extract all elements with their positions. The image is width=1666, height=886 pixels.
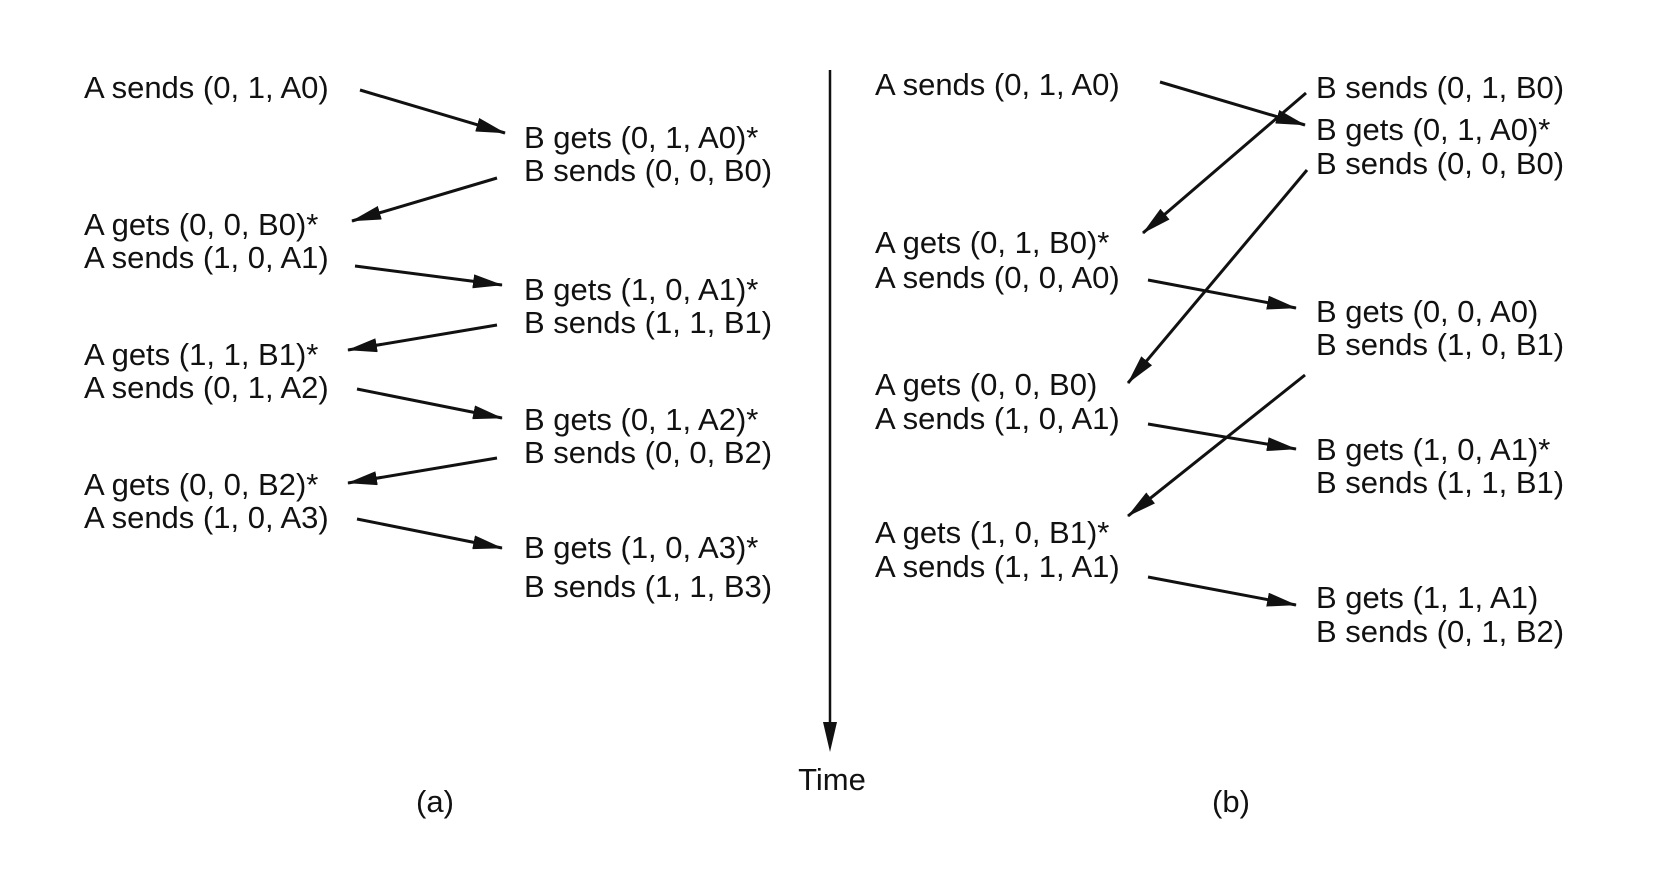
b-event: B gets (1, 0, A1)* xyxy=(524,272,758,307)
message-arrow-b-to-a xyxy=(347,456,498,486)
message-arrow-a-to-b xyxy=(356,387,503,420)
a-event: A sends (0, 1, A2) xyxy=(84,370,329,405)
panel-a-label: (a) xyxy=(416,784,454,819)
b-event: B gets (0, 1, A0)* xyxy=(524,120,758,155)
message-arrow-b-to-a xyxy=(347,323,498,353)
a-event: A sends (1, 0, A1) xyxy=(875,401,1120,436)
time-axis-arrowhead-icon xyxy=(823,722,837,752)
b-event: B sends (0, 0, B0) xyxy=(524,153,772,188)
b-event: B sends (0, 1, B2) xyxy=(1316,614,1564,649)
a-event: A sends (1, 0, A3) xyxy=(84,500,329,535)
a-event: A sends (0, 0, A0) xyxy=(875,260,1120,295)
a-event: A sends (0, 1, A0) xyxy=(875,67,1120,102)
b-event: B gets (1, 0, A1)* xyxy=(1316,432,1550,467)
panel-a: (a) A sends (0, 1, A0) A gets (0, 0, B0)… xyxy=(84,70,772,819)
b-event: B sends (1, 1, B1) xyxy=(1316,465,1564,500)
b-event: B sends (1, 0, B1) xyxy=(1316,327,1564,362)
b-event: B gets (1, 0, A3)* xyxy=(524,530,758,565)
message-arrow-b-to-a xyxy=(1126,169,1309,384)
a-event: A gets (0, 1, B0)* xyxy=(875,225,1109,260)
time-axis-label: Time xyxy=(798,762,866,797)
b-event: B gets (1, 1, A1) xyxy=(1316,580,1538,615)
a-event: A gets (0, 0, B0)* xyxy=(84,207,318,242)
b-event: B sends (1, 1, B3) xyxy=(524,569,772,604)
b-event: B sends (0, 1, B0) xyxy=(1316,70,1564,105)
b-event: B sends (1, 1, B1) xyxy=(524,305,772,340)
message-arrow-a-to-b xyxy=(1147,422,1297,452)
b-event: B gets (0, 1, A2)* xyxy=(524,402,758,437)
message-arrow-a-to-b xyxy=(1147,278,1297,310)
message-arrow-a-to-b xyxy=(354,264,503,289)
message-arrow-a-to-b xyxy=(1159,80,1306,127)
a-event: A gets (1, 1, B1)* xyxy=(84,337,318,372)
a-event: A gets (1, 0, B1)* xyxy=(875,515,1109,550)
panel-b-label: (b) xyxy=(1212,784,1250,819)
a-event: A gets (0, 0, B2)* xyxy=(84,467,318,502)
a-event: A sends (0, 1, A0) xyxy=(84,70,329,105)
panel-b: (b) A sends (0, 1, A0) A gets (0, 1, B0)… xyxy=(875,67,1564,819)
b-event: B gets (0, 0, A0) xyxy=(1316,294,1538,329)
a-event: A sends (1, 1, A1) xyxy=(875,549,1120,584)
b-event: B gets (0, 1, A0)* xyxy=(1316,112,1550,147)
a-event: A gets (0, 0, B0) xyxy=(875,367,1097,402)
message-arrow-b-to-a xyxy=(1127,373,1306,518)
message-arrow-a-to-b xyxy=(356,517,503,550)
a-event: A sends (1, 0, A1) xyxy=(84,240,329,275)
b-event: B sends (0, 0, B2) xyxy=(524,435,772,470)
b-event: B sends (0, 0, B0) xyxy=(1316,146,1564,181)
message-arrow-b-to-a xyxy=(1142,91,1307,235)
message-arrow-a-to-b xyxy=(1147,575,1297,607)
message-arrow-a-to-b xyxy=(359,88,506,135)
message-arrow-b-to-a xyxy=(351,176,498,223)
